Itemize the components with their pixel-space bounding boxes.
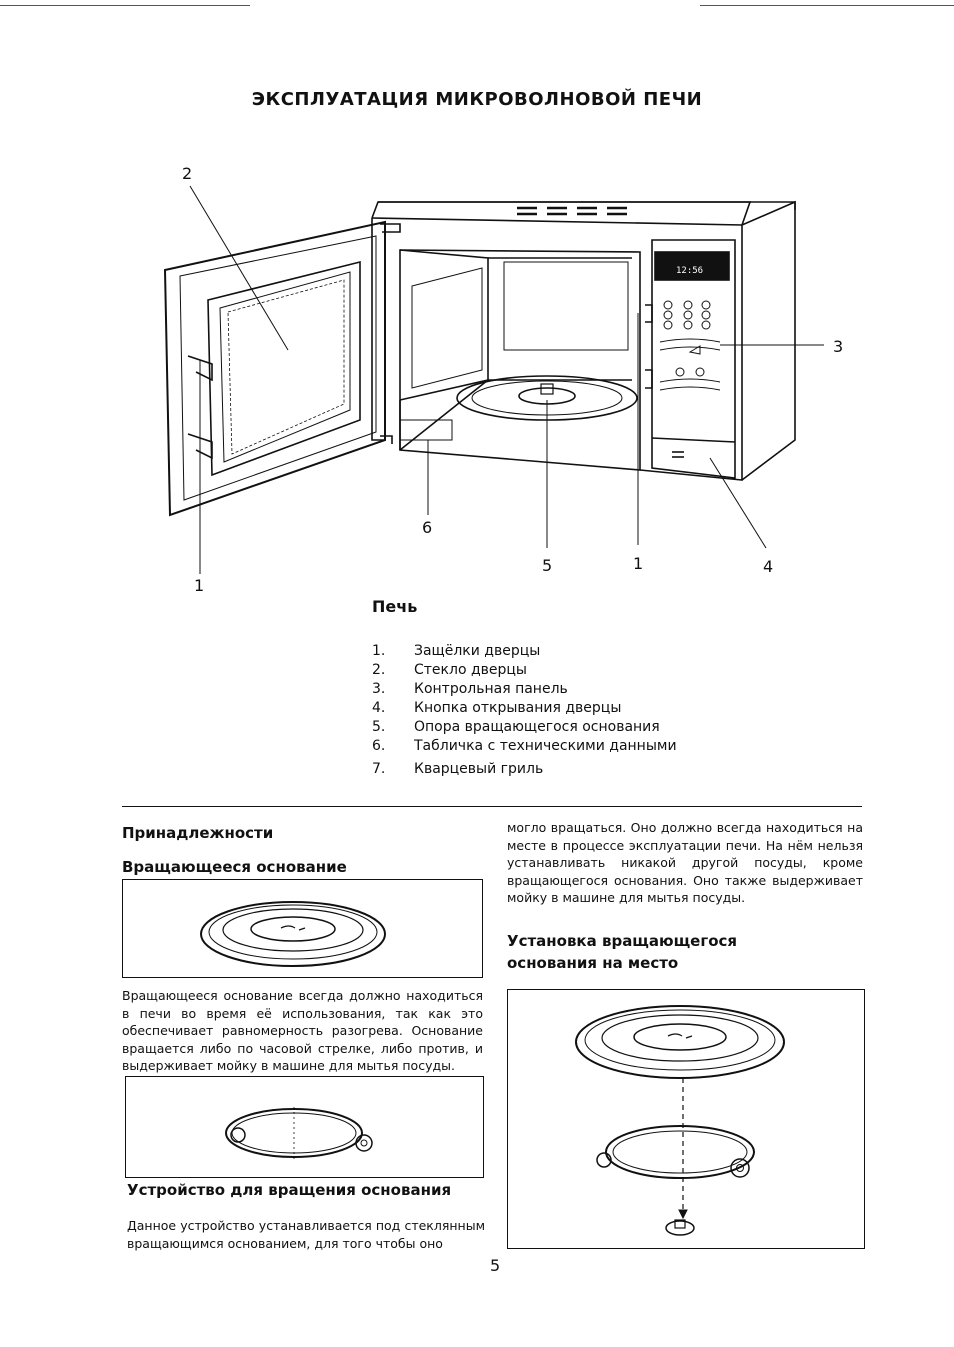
roller-text: Данное устройство устанавливается под ст…	[127, 1218, 485, 1251]
item-number: 3.	[372, 681, 386, 697]
item-number: 2.	[372, 662, 386, 678]
list-item: 1. Защёлки дверцы	[372, 642, 677, 661]
callout-5: 5	[542, 556, 553, 575]
callout-2: 2	[182, 164, 193, 183]
roller-text-continued: могло вращаться. Оно должно всегда наход…	[507, 820, 863, 905]
callout-6: 6	[422, 518, 433, 537]
item-number: 4.	[372, 700, 386, 716]
list-item: 2. Стекло дверцы	[372, 661, 677, 680]
accessories-heading: Принадлежности	[122, 824, 274, 842]
turntable-illustration	[200, 901, 386, 967]
callout-3: 3	[833, 337, 844, 356]
microwave-diagram: 12:56	[163, 185, 824, 574]
display-readout: 12:56	[676, 266, 703, 276]
top-rule-left	[0, 5, 250, 6]
item-number: 5.	[372, 719, 386, 735]
roller-heading: Устройство для вращения основания	[127, 1181, 452, 1199]
item-number: 6.	[372, 738, 386, 754]
roller-illustration	[225, 1107, 373, 1159]
item-label: Кварцевый гриль	[414, 761, 544, 777]
item-label: Стекло дверцы	[414, 662, 527, 678]
item-label: Опора вращающегося основания	[414, 719, 660, 735]
callout-4: 4	[763, 557, 774, 576]
turntable-text: Вращающееся основание всегда должно нахо…	[122, 988, 483, 1073]
page-title: ЭКСПЛУАТАЦИЯ МИКРОВОЛНОВОЙ ПЕЧИ	[251, 89, 703, 110]
list-item: 4. Кнопка открывания дверцы	[372, 699, 677, 718]
page-number: 5	[490, 1256, 501, 1275]
oven-heading: Печь	[372, 597, 418, 616]
item-label: Контрольная панель	[414, 681, 568, 697]
top-rule-right	[700, 5, 954, 6]
list-item: 5. Опора вращающегося основания	[372, 718, 677, 737]
turntable-heading: Вращающееся основание	[122, 858, 347, 876]
list-item: 7. Кварцевый гриль	[372, 760, 677, 779]
list-item: 3. Контрольная панель	[372, 680, 677, 699]
section-divider	[122, 806, 862, 807]
item-number: 7.	[372, 761, 386, 777]
item-label: Табличка с техническими данными	[414, 738, 677, 754]
install-illustration	[575, 1005, 785, 1236]
callout-1-left: 1	[194, 576, 205, 595]
callout-1-right: 1	[633, 554, 644, 573]
list-item: 6. Табличка с техническими данными	[372, 737, 677, 756]
install-figure	[507, 989, 865, 1249]
parts-list: 1. Защёлки дверцы 2. Стекло дверцы 3. Контр…	[372, 642, 677, 779]
roller-figure	[125, 1076, 484, 1178]
item-label: Защёлки дверцы	[414, 643, 541, 659]
item-number: 1.	[372, 643, 386, 659]
item-label: Кнопка открывания дверцы	[414, 700, 622, 716]
turntable-figure	[122, 879, 483, 978]
install-heading: Установка вращающегося основания на мест…	[507, 932, 738, 972]
